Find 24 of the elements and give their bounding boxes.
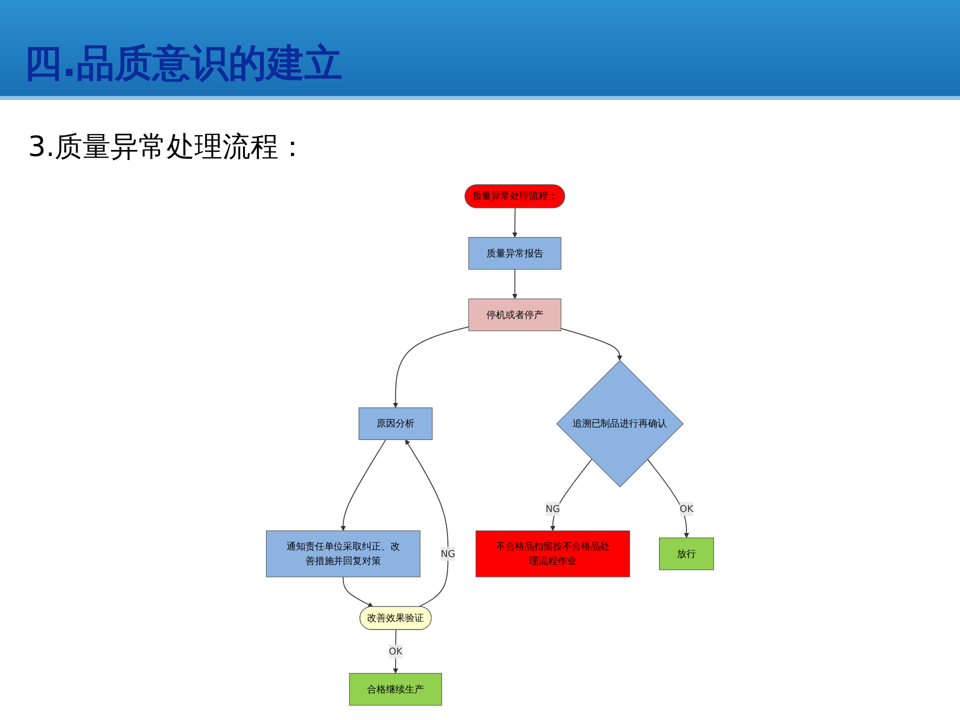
node-box: 质量异常报告: [468, 237, 562, 270]
node-box: 原因分析: [358, 407, 433, 440]
arrow: [393, 629, 398, 674]
node-box: 放行: [659, 538, 714, 570]
arrow: [560, 328, 622, 361]
section-heading: 3.质量异常处理流程：: [28, 129, 307, 165]
edge-label: NG: [546, 502, 560, 514]
arrow: [647, 458, 690, 538]
node-box: 合格继续生产: [349, 673, 442, 706]
arrow: [512, 268, 518, 300]
node-box: 通知责任单位采取纠正、改善措施并回复对策: [266, 530, 420, 578]
arrow: [342, 576, 374, 608]
node-box: 停机或者停产: [468, 298, 562, 332]
arrow: [405, 439, 448, 608]
arrow: [393, 326, 470, 408]
node-diamond: 追溯已制品进行再确认: [556, 360, 684, 488]
arrow: [512, 208, 518, 238]
slide-title: 四.品质意识的建立: [24, 40, 342, 87]
arrow: [340, 439, 386, 531]
edge-label: NG: [440, 548, 456, 560]
arrow: [550, 458, 592, 531]
edge-label: OK: [388, 646, 402, 657]
edge-label: OK: [680, 502, 694, 514]
node-box: 不合格品扣留按不合格品处理流程作业: [476, 530, 630, 578]
